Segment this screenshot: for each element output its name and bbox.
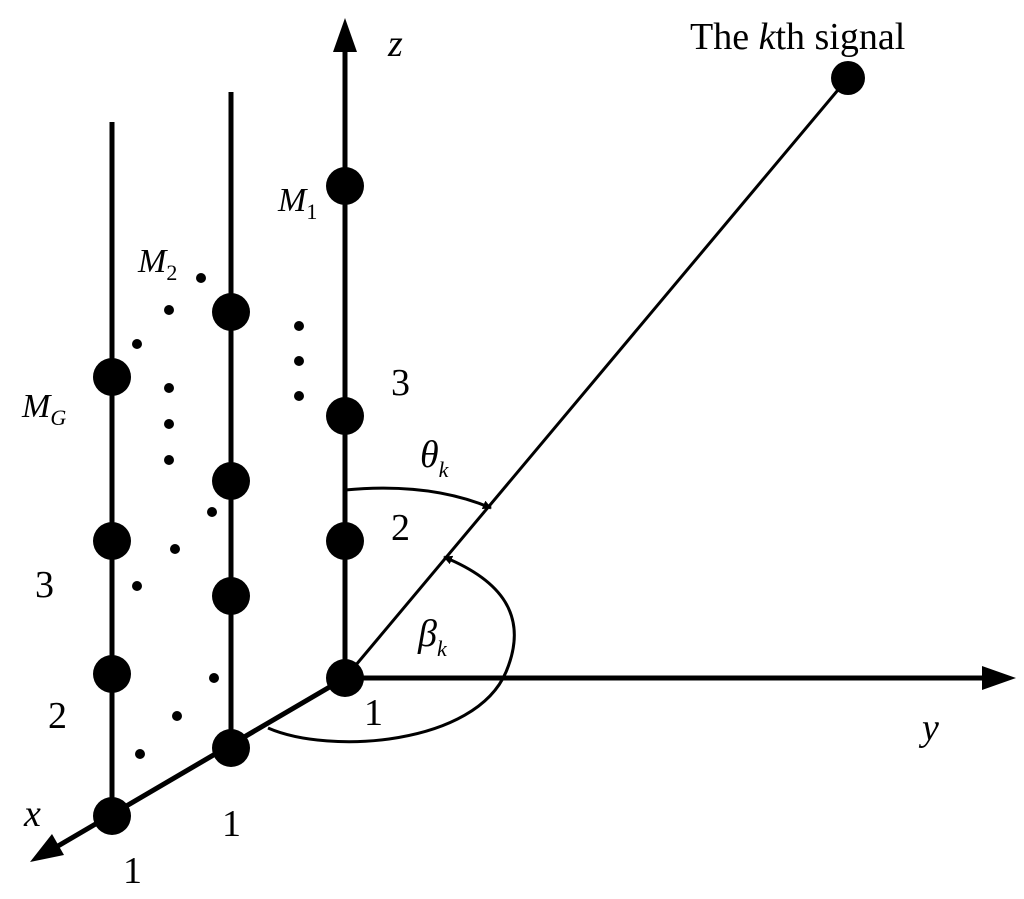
sensor-z-2 [326,522,364,560]
sensor-s2-2 [212,577,250,615]
sensor-sg-mg [93,358,131,396]
theta-label: θk [420,434,450,482]
x-axis-label: x [23,793,41,835]
z-elem-2-label: 2 [391,507,410,549]
sensor-s2-m2 [212,293,250,331]
sub1-elem-1-label: 1 [222,803,241,845]
signal-line [343,77,850,679]
z-axis-label: z [387,23,403,65]
y-axis-arrowhead [982,666,1016,690]
signal-label: The kth signal [690,16,905,58]
sensor-s2-1 [212,729,250,767]
sensor-sg-2 [93,655,131,693]
signal-source [831,61,865,95]
sensor-sg-3 [93,522,131,560]
x-axis-arrowhead [30,834,64,862]
mg-label: MG [21,388,66,430]
sub2-elem-2-label: 2 [48,695,67,737]
sensor-z-3 [326,397,364,435]
m1-label: M1 [277,182,317,224]
ellipsis-dots [132,273,304,759]
sub2-elem-3-label: 3 [35,564,54,606]
sensor-z-m1 [326,167,364,205]
sensor-s2-3 [212,462,250,500]
z-axis-arrowhead [333,18,357,52]
sub2-elem-1-label: 1 [123,850,142,892]
sensor-z-1 [326,659,364,697]
beta-label: βk [417,613,448,661]
m2-label: M2 [137,243,177,285]
theta-arc [344,486,492,510]
z-elem-3-label: 3 [391,362,410,404]
beta-arc [267,555,516,744]
z-elem-1-label: 1 [364,692,383,734]
sensor-sg-1 [93,797,131,835]
y-axis-label: y [918,707,939,749]
